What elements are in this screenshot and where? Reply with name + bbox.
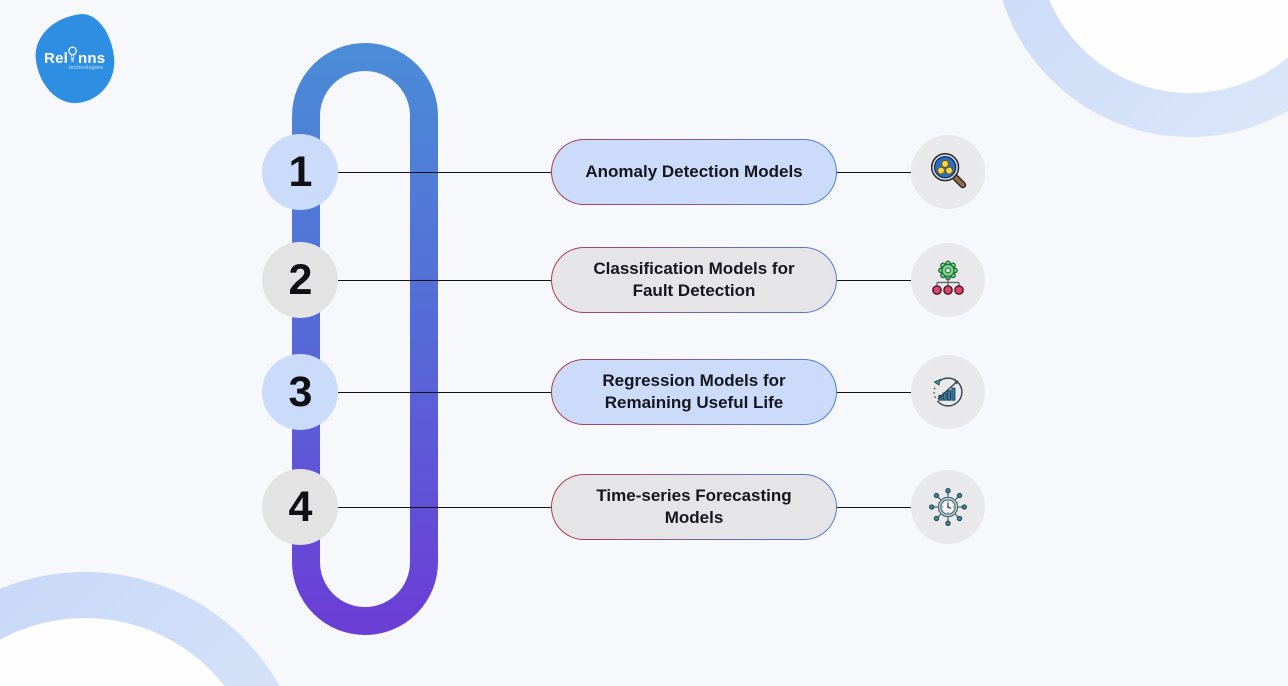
step-1-pill: Anomaly Detection Models	[551, 139, 837, 205]
growth-chart-icon	[933, 377, 963, 407]
step-4-connector-right	[837, 507, 911, 509]
step-4-connector-left	[338, 507, 551, 509]
step-3-connector-left	[338, 392, 551, 394]
gear-tree-icon	[932, 260, 964, 295]
step-2-number-badge: 2	[262, 242, 338, 318]
step-1-connector-right	[837, 172, 911, 174]
brand-tagline: technologies	[69, 64, 104, 71]
step-4-number-badge: 4	[262, 469, 338, 545]
brand-wordmark-left: Rel	[44, 49, 69, 67]
brand-wordmark-right: nns	[78, 49, 106, 67]
step-2-pill: Classification Models for Fault Detectio…	[551, 247, 837, 313]
step-3-pill: Regression Models for Remaining Useful L…	[551, 359, 837, 425]
step-2-connector-right	[837, 280, 911, 282]
step-1-icon-badge	[911, 135, 985, 209]
step-2-connector-left	[338, 280, 551, 282]
brand-logo: Rel nns technologies	[31, 11, 119, 107]
step-4-icon-badge	[911, 470, 985, 544]
step-1-connector-left	[338, 172, 551, 174]
ring-bottom-left	[0, 572, 280, 686]
step-3-connector-right	[837, 392, 911, 394]
clock-network-icon	[929, 488, 967, 526]
step-3-label: Regression Models for Remaining Useful L…	[602, 371, 786, 412]
lightbulb-icon	[68, 46, 78, 62]
step-4-pill: Time-series Forecasting Models	[551, 474, 837, 540]
timeline-loop	[292, 43, 438, 635]
step-4-label: Time-series Forecasting Models	[596, 486, 792, 527]
brand-wordmark: Rel nns	[44, 46, 106, 68]
step-3-icon-badge	[911, 355, 985, 429]
ring-top-right	[1002, 0, 1288, 137]
step-2-icon-badge	[911, 243, 985, 317]
brand-logo-inner: Rel nns technologies	[44, 46, 106, 71]
magnifier-search-icon	[930, 153, 967, 189]
step-3-number-badge: 3	[262, 354, 338, 430]
step-2-label: Classification Models for Fault Detectio…	[593, 259, 795, 300]
step-1-label: Anomaly Detection Models	[585, 162, 803, 182]
step-1-number-badge: 1	[262, 134, 338, 210]
